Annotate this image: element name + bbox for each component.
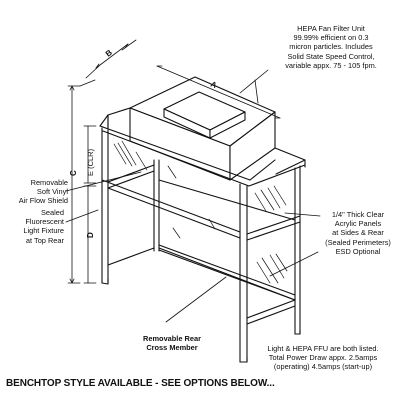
dimension-label-b: B <box>104 48 114 59</box>
power-draw-note: Light & HEPA FFU are both listed. Total … <box>267 344 379 372</box>
benchtop-style-footer: BENCHTOP STYLE AVAILABLE - SEE OPTIONS B… <box>6 378 275 389</box>
hepa-filter-unit-note: HEPA Fan Filter Unit 99.99% efficient on… <box>285 24 377 70</box>
dimension-label-e-clear: E (CLR) <box>86 148 95 176</box>
fluorescent-light-note: Sealed Fluorescent Light Fixture at Top … <box>23 208 64 245</box>
frame-legs <box>101 114 301 363</box>
vinyl-air-flow-shield-note: Removable Soft Vinyl Air Flow Shield <box>18 178 68 206</box>
dimension-label-d: D <box>86 232 95 238</box>
work-surface-frame <box>101 164 301 241</box>
acrylic-panels-note: 1/4" Thick Clear Acrylic Panels at Sides… <box>325 210 391 256</box>
hepa-fan-filter-unit <box>129 76 276 181</box>
dimension-label-a: A <box>209 80 218 91</box>
dimension-lines <box>67 39 281 284</box>
rear-cross-member-note: Removable Rear Cross Member <box>143 334 201 353</box>
lower-shelf-frame <box>107 247 296 325</box>
dimension-label-c: C <box>69 170 78 176</box>
leader-lines <box>65 69 321 323</box>
rear-cross-member <box>158 244 296 301</box>
